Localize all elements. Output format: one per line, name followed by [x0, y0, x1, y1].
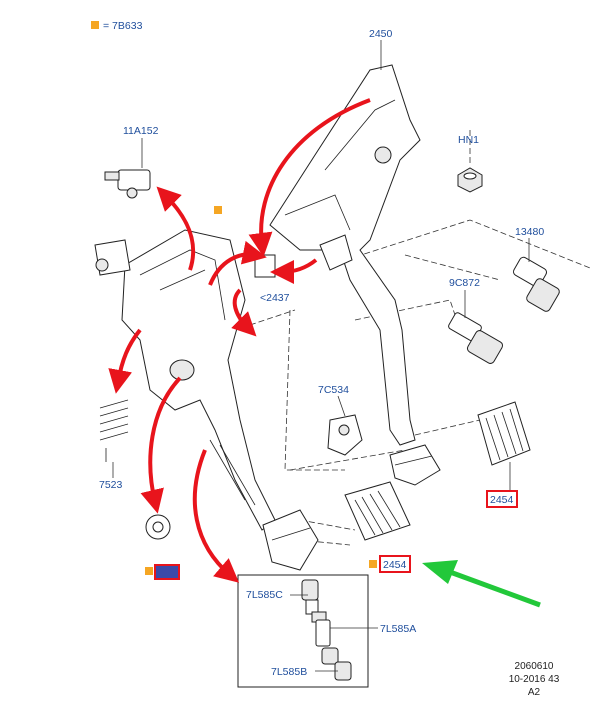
green-pointer-arrow-icon [422, 560, 541, 608]
part-label-HN1: HN1 [458, 134, 479, 146]
brake-pedal-assembly [269, 64, 441, 486]
part-label-11A152: 11A152 [123, 125, 159, 137]
reference-line-2: 10-2016 43 [509, 674, 560, 685]
red-curved-arrow-icon [108, 328, 142, 394]
switch-9C872 [448, 312, 504, 364]
red-curved-arrow-icon [231, 288, 257, 337]
red-curved-arrow-icon [248, 98, 371, 257]
part-label-9C872: 9C872 [449, 277, 480, 289]
legend-text: = 7B633 [103, 20, 143, 32]
part-label-7523: 7523 [99, 479, 123, 491]
legend: = 7B633 [91, 20, 143, 32]
clutch-pedal-assembly [94, 229, 319, 571]
orange-square-marker-icon [214, 206, 222, 214]
red-curved-arrow-icon [192, 449, 240, 583]
part-label-2437: <2437 [260, 292, 290, 304]
sensor-13480 [512, 256, 560, 312]
detail-box-7L585 [237, 574, 369, 688]
switch-11A152 [104, 169, 151, 199]
highlight-box-2454-right [486, 490, 518, 508]
orange-square-marker-icon [91, 21, 99, 29]
pedal-pad-2454-bottom [344, 481, 411, 541]
part-label-7C534: 7C534 [318, 384, 349, 396]
part-label-2450: 2450 [369, 28, 393, 40]
red-curved-arrow-icon [156, 186, 196, 271]
nut-HN1 [457, 167, 483, 193]
part-label-7L585A: 7L585A [380, 623, 416, 635]
part-label-2454-right: 2454 [490, 494, 514, 506]
highlight-box-washer [154, 564, 180, 580]
part-label-7L585B: 7L585B [271, 666, 307, 678]
leader-lines [112, 40, 530, 672]
part-label-2454-bottom: 2454 [383, 559, 407, 571]
pedal-pad-2454-right [477, 401, 531, 466]
orange-square-marker-icon [145, 567, 153, 575]
red-curved-arrow-icon [140, 376, 182, 514]
reference-code: 2060610 10-2016 43 A2 [509, 661, 560, 698]
highlight-box-2454-bottom [379, 555, 411, 573]
reference-line-3: A2 [528, 687, 541, 698]
orange-square-marker-icon [369, 560, 377, 568]
red-callout-arrows [108, 98, 371, 583]
part-label-7L585C: 7L585C [246, 589, 283, 601]
reference-line-1: 2060610 [515, 661, 554, 672]
part-label-13480: 13480 [515, 226, 544, 238]
label-plate-2437 [254, 254, 276, 278]
washer [145, 514, 171, 540]
red-curved-arrow-icon [270, 258, 318, 284]
bracket-7C534 [327, 414, 363, 456]
spring-7523 [99, 399, 129, 462]
dashed-guides [249, 130, 591, 546]
